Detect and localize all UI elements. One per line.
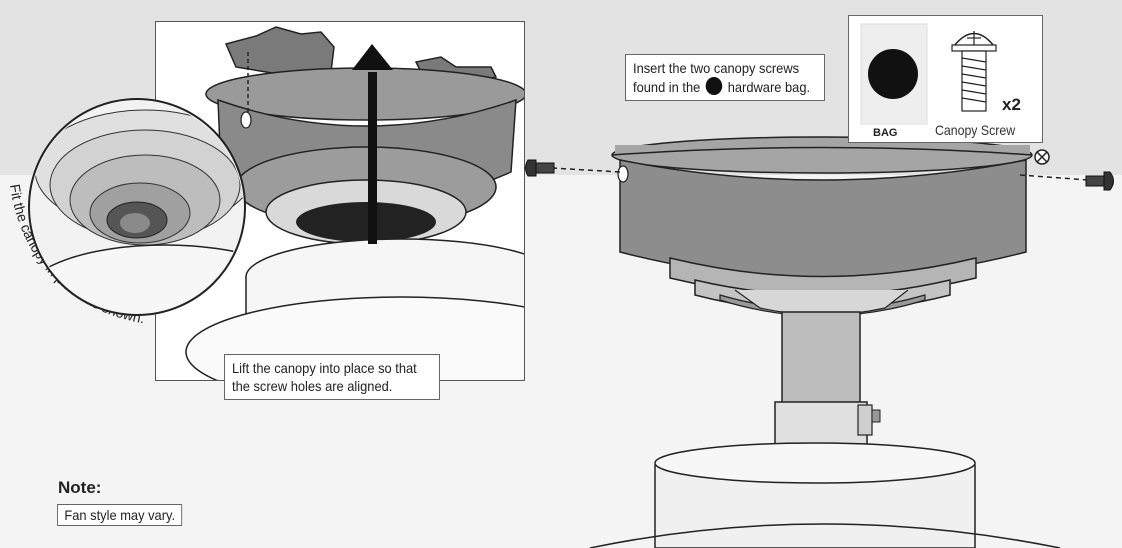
up-arrow-icon <box>352 44 393 70</box>
magnified-detail-circle <box>28 98 246 316</box>
right-screw-icon <box>1085 171 1114 191</box>
insert-callout-line1: Insert the two canopy screws <box>633 60 800 76</box>
insert-callout-line2: found in the hardware bag. <box>633 77 811 95</box>
lift-canopy-callout: Lift the canopy into place so that the s… <box>224 354 440 400</box>
screw-quantity: x2 <box>1002 95 1021 114</box>
bag-dot-icon <box>868 49 918 99</box>
hardware-box: BAG Canopy Screw x2 <box>848 15 1043 143</box>
canopy-screw-icon <box>951 31 997 112</box>
note-text: Fan style may vary. <box>57 504 183 526</box>
hardware-svg <box>860 23 997 125</box>
canopy-screw-illustration <box>520 100 1122 548</box>
up-arrow-shaft <box>368 72 377 244</box>
lift-callout-line1: Lift the canopy into place so that <box>232 360 417 376</box>
insert-screws-callout: Insert the two canopy screws found in th… <box>625 54 825 101</box>
bag-label: BAG <box>873 127 898 139</box>
canopy-screw-label: Canopy Screw <box>935 122 1016 138</box>
canopy-main-svg <box>525 100 1114 548</box>
lift-callout-line2: the screw holes are aligned. <box>232 378 393 394</box>
left-screw-icon <box>525 159 555 177</box>
phillips-head-icon <box>1034 149 1050 165</box>
note-title: Note: <box>58 478 102 497</box>
downrod <box>781 311 861 413</box>
bag-dot-inline-icon <box>705 77 723 95</box>
mounting-bracket-icon <box>224 26 335 78</box>
